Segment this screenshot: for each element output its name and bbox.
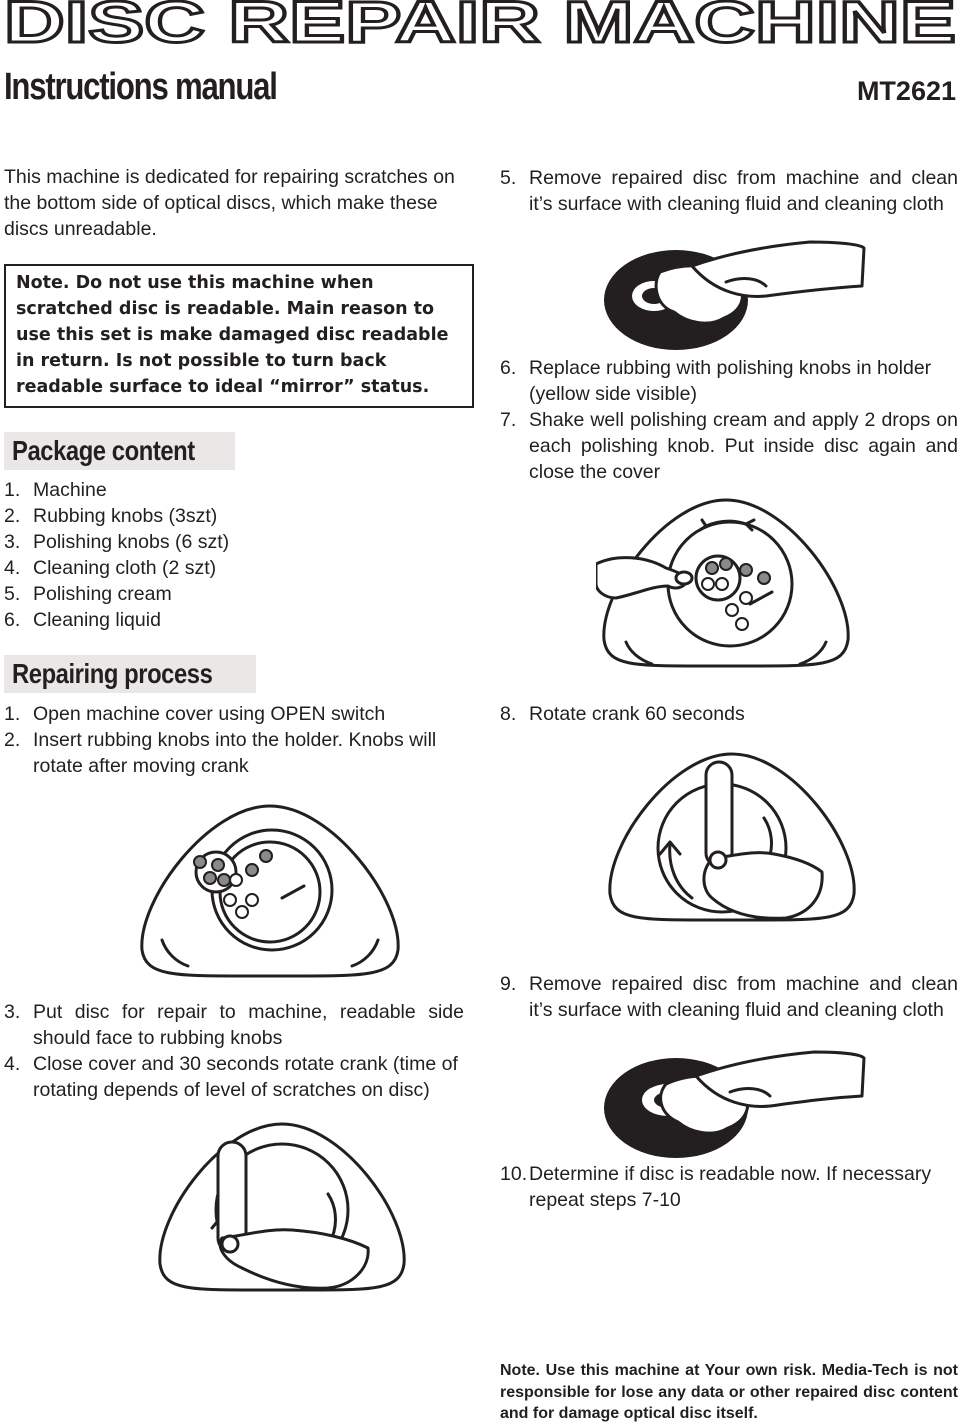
step-5: 5.Remove repaired disc from machine and …	[500, 167, 958, 215]
steps-6-7: 6.Replace rubbing with polishing knobs i…	[500, 355, 958, 485]
disc-cleaning-illustration-2	[604, 1050, 866, 1158]
list-item: 3.Polishing knobs (6 szt)	[4, 531, 230, 553]
repairing-process-heading: Repairing process	[4, 655, 256, 693]
warning-note-box: Note. Do not use this machine when scrat…	[4, 264, 474, 408]
list-item: 7.Shake well polishing cream and apply 2…	[500, 409, 958, 483]
list-item: 6.Replace rubbing with polishing knobs i…	[500, 357, 932, 405]
disc-cleaning-illustration	[604, 240, 866, 350]
machine-polishing-illustration	[596, 498, 850, 668]
list-item: 2.Rubbing knobs (3szt)	[4, 505, 218, 527]
step-9: 9.Remove repaired disc from machine and …	[500, 973, 958, 1021]
list-item: 6.Cleaning liquid	[4, 609, 161, 631]
document-title: DISC REPAIR MACHINE	[3, 0, 958, 54]
manual-subtitle: Instructions manual	[4, 66, 278, 108]
list-item: 2.Insert rubbing knobs into the holder. …	[4, 729, 437, 777]
svg-text:DISC REPAIR MACHINE: DISC REPAIR MACHINE	[4, 0, 956, 54]
list-item: 5.Polishing cream	[4, 583, 172, 605]
step-8: 8.Rotate crank 60 seconds	[500, 703, 745, 725]
list-item: 4.Close cover and 30 seconds rotate cran…	[4, 1053, 458, 1101]
list-item: 1.Machine	[4, 479, 107, 501]
machine-open-knobs-illustration	[140, 804, 400, 978]
repair-steps-3-4: 3.Put disc for repair to machine, readab…	[4, 999, 464, 1103]
machine-crank-illustration	[158, 1122, 406, 1292]
repair-steps-1-2: 1.Open machine cover using OPEN switch 2…	[4, 701, 466, 779]
list-item: 1.Open machine cover using OPEN switch	[4, 703, 386, 725]
model-number: MT2621	[856, 76, 956, 106]
machine-crank-60s-illustration	[608, 752, 856, 922]
risk-footnote: Note. Use this machine at Your own risk.…	[500, 1362, 958, 1422]
list-item: 3.Put disc for repair to machine, readab…	[4, 1001, 464, 1049]
intro-paragraph: This machine is dedicated for repairing …	[4, 166, 455, 240]
package-content-heading: Package content	[4, 432, 236, 470]
list-item: 4.Cleaning cloth (2 szt)	[4, 557, 217, 579]
package-content-list: 1.Machine 2.Rubbing knobs (3szt) 3.Polis…	[4, 477, 444, 633]
step-10: 10.Determine if disc is readable now. If…	[500, 1163, 932, 1211]
